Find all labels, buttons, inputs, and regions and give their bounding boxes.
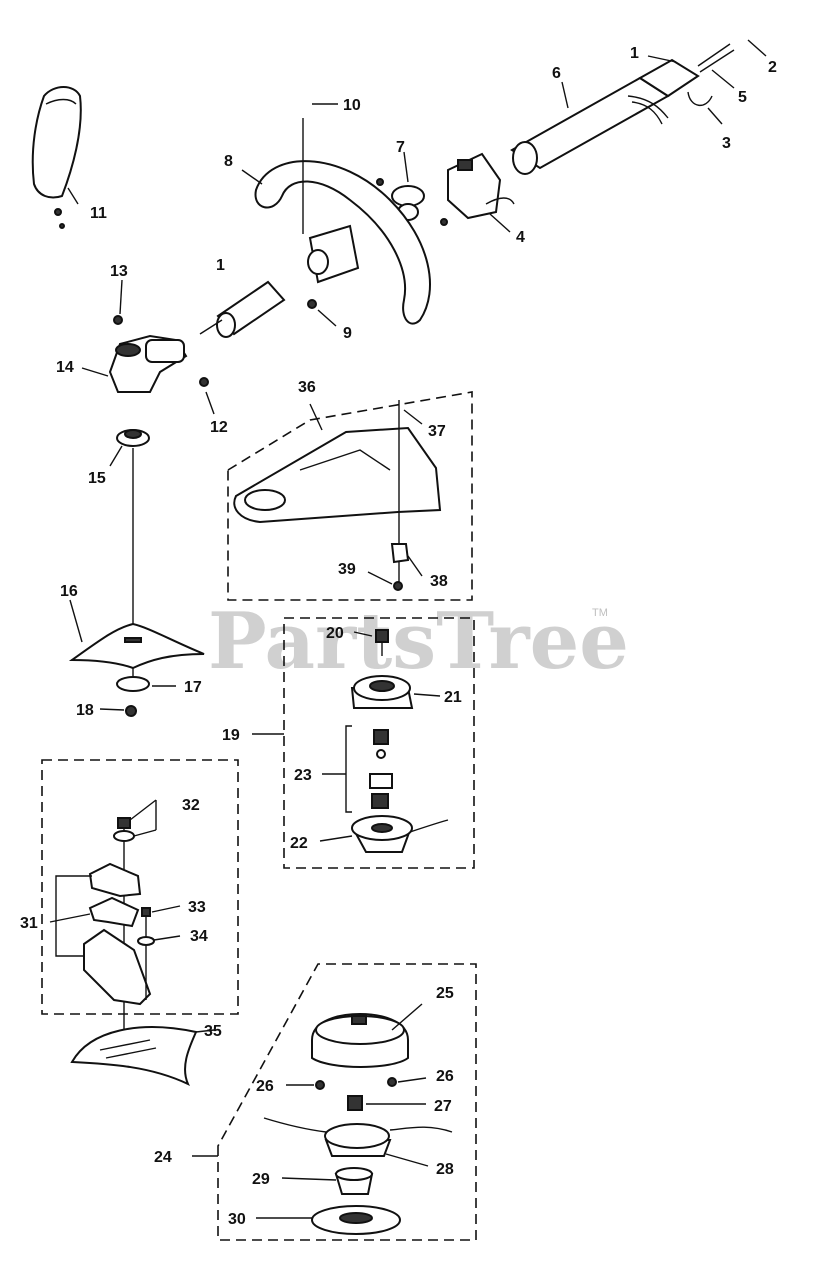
label-9: 9	[343, 325, 352, 342]
shield-36	[233, 426, 442, 524]
label-24: 24	[154, 1149, 172, 1166]
blade-16	[68, 622, 205, 670]
debris-shield-8	[254, 160, 431, 325]
label-37: 37	[428, 423, 446, 440]
label-36: 36	[298, 379, 316, 396]
label-20: 20	[326, 625, 344, 642]
label-30: 30	[228, 1211, 246, 1228]
cap-29	[334, 1167, 374, 1195]
group-box-19	[283, 617, 475, 869]
label-22: 22	[290, 835, 308, 852]
handle-housing	[447, 152, 515, 220]
group-box-31	[41, 759, 239, 1015]
label-6: 6	[552, 65, 561, 82]
watermark-trademark: TM	[592, 607, 608, 619]
screw-26-left	[315, 1080, 325, 1090]
wire-hook-3	[687, 91, 713, 106]
label-1-upper: 1	[630, 45, 639, 62]
label-10: 10	[343, 97, 361, 114]
label-33: 33	[188, 899, 206, 916]
label-32: 32	[182, 797, 200, 814]
label-2: 2	[768, 59, 777, 76]
label-19: 19	[222, 727, 240, 744]
label-7: 7	[396, 139, 405, 156]
label-18: 18	[76, 702, 94, 719]
washer-17	[116, 676, 150, 692]
part-labels: 1 2 3 4 5 6 7 8 9 10 11 12 13 14 15 16 1…	[20, 45, 777, 1228]
label-31: 31	[20, 915, 38, 932]
spool-28	[263, 1117, 453, 1157]
label-12: 12	[210, 419, 228, 436]
label-4: 4	[516, 229, 525, 246]
label-1-lower: 1	[216, 257, 225, 274]
label-13: 13	[110, 263, 128, 280]
housing-25	[311, 1012, 409, 1068]
label-21: 21	[444, 689, 462, 706]
spring-27	[347, 1095, 363, 1111]
label-11: 11	[90, 205, 107, 222]
label-5: 5	[738, 89, 747, 106]
label-28: 28	[436, 1161, 454, 1178]
gearbox-14	[108, 315, 209, 393]
guard-35	[70, 1026, 198, 1087]
spring-group-23	[369, 729, 393, 809]
group-box-24	[217, 963, 477, 1241]
clip-38	[390, 543, 410, 564]
label-8: 8	[224, 153, 233, 170]
label-17: 17	[184, 679, 202, 696]
label-23: 23	[294, 767, 312, 784]
washer-34	[137, 936, 155, 946]
label-35: 35	[204, 1023, 222, 1040]
label-29: 29	[252, 1171, 270, 1188]
upper-shaft	[510, 43, 735, 175]
label-25: 25	[436, 985, 454, 1002]
bracket-31	[83, 862, 152, 1006]
group-box-36	[227, 391, 473, 601]
label-27: 27	[434, 1098, 452, 1115]
label-14: 14	[56, 359, 74, 376]
nut-9	[307, 299, 317, 309]
hub-21	[350, 675, 414, 709]
label-26-right: 26	[436, 1068, 454, 1085]
label-16: 16	[60, 583, 78, 600]
nut-18	[125, 705, 137, 717]
screw-26-right	[387, 1077, 397, 1087]
label-34: 34	[190, 928, 208, 945]
grip-cover-11	[31, 86, 82, 229]
label-15: 15	[88, 470, 106, 487]
bearing-15	[116, 429, 150, 447]
spool-22	[351, 815, 449, 853]
label-26-left: 26	[256, 1078, 274, 1095]
lower-shaft	[199, 280, 286, 338]
bolt-20	[375, 629, 389, 643]
cover-30	[311, 1205, 401, 1235]
label-3: 3	[722, 135, 731, 152]
label-39: 39	[338, 561, 356, 578]
leader-lines	[49, 39, 767, 1219]
watermark: PartsTree	[208, 596, 629, 687]
clamp-part-7	[376, 178, 448, 226]
label-38: 38	[430, 573, 448, 590]
nut-39	[393, 581, 403, 591]
